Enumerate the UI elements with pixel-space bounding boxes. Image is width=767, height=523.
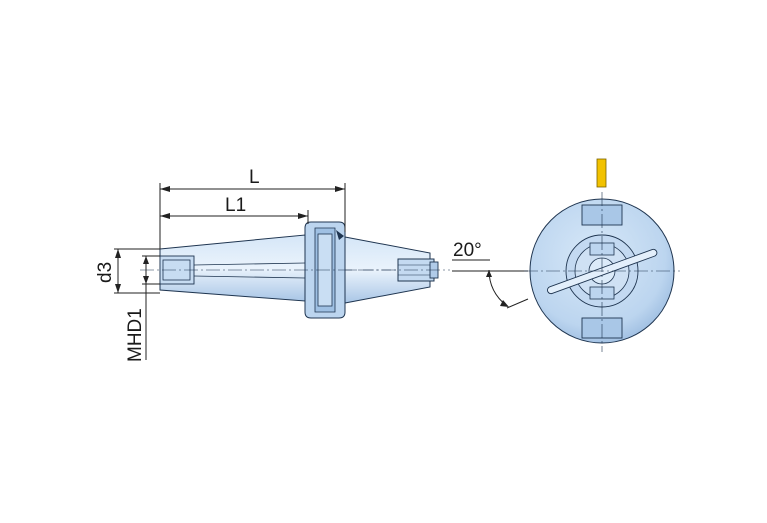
- side-view: [140, 221, 450, 319]
- label-MHD1: MHD1: [125, 308, 146, 362]
- label-L1: L1: [225, 195, 246, 216]
- label-L: L: [249, 167, 260, 188]
- label-d3: d3: [95, 262, 116, 283]
- label-angle: 20°: [453, 240, 482, 261]
- dimensions: [114, 183, 346, 360]
- key-indicator: [596, 158, 607, 188]
- angle-annotation: [452, 259, 529, 309]
- front-view: [524, 158, 680, 352]
